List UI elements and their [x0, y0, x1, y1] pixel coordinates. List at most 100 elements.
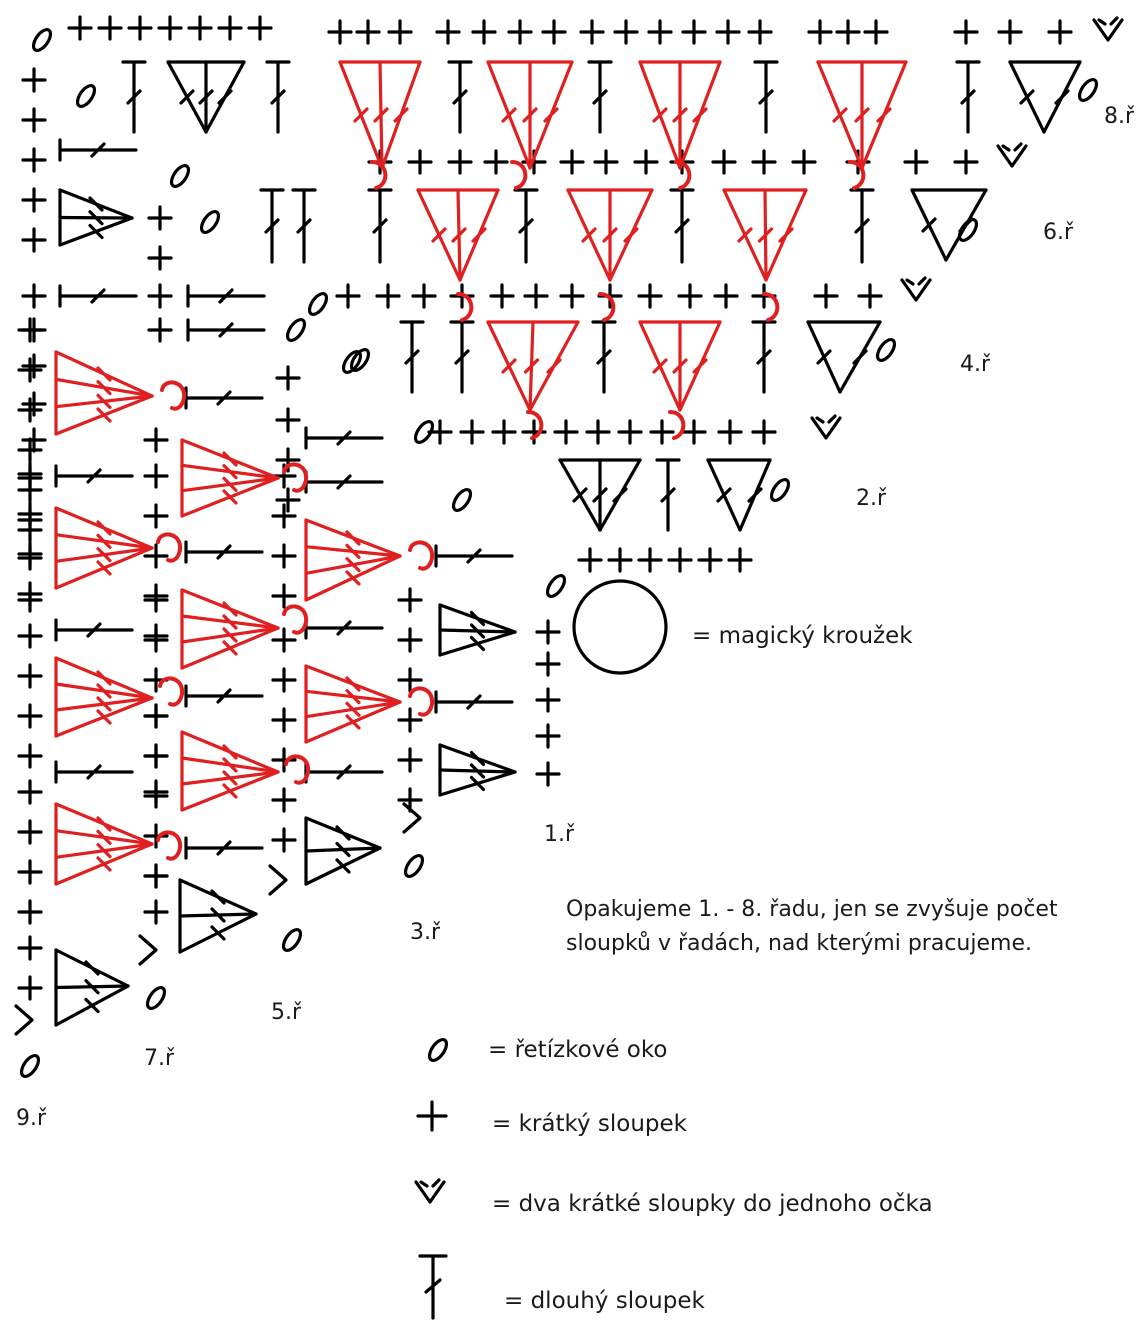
double-crochet-fan	[1008, 60, 1082, 134]
hook-symbol	[282, 462, 309, 493]
double-crochet-fan	[304, 816, 382, 886]
single-crochet-symbol	[17, 663, 43, 689]
single-crochet-symbol	[649, 419, 675, 445]
single-crochet-symbol	[17, 975, 43, 1001]
double-crochet-fan	[166, 60, 246, 134]
row-label-2: 2.ř	[856, 486, 887, 511]
double-crochet-symbol	[751, 320, 777, 394]
single-crochet-symbol	[17, 743, 43, 769]
single-crochet-symbol	[713, 283, 739, 309]
single-crochet-symbol	[271, 503, 297, 529]
single-crochet-symbol	[577, 547, 603, 573]
row-label-5: 5.ř	[271, 1000, 302, 1025]
double-crochet-symbol	[399, 320, 425, 394]
single-crochet-symbol	[593, 149, 619, 175]
single-crochet-symbol	[21, 67, 47, 93]
chain-symbol	[31, 27, 53, 53]
single-crochet-symbol	[143, 583, 169, 609]
double-crochet-fan	[486, 320, 580, 412]
single-crochet-symbol	[535, 761, 561, 787]
two-single-crochet-symbol	[268, 864, 288, 896]
double-crochet-symbol	[753, 60, 779, 134]
single-crochet-symbol	[143, 463, 169, 489]
double-crochet-symbol	[265, 60, 291, 134]
two-single-crochet-symbol	[414, 1178, 446, 1204]
single-crochet-symbol	[647, 19, 673, 45]
hook-symbol	[156, 532, 183, 563]
single-crochet-symbol	[751, 419, 777, 445]
chain-symbol	[875, 337, 897, 363]
chain-symbol	[169, 163, 191, 189]
chain-symbol	[413, 419, 435, 445]
single-crochet-symbol	[17, 357, 43, 383]
double-crochet-symbol	[186, 284, 266, 308]
single-crochet-symbol	[857, 283, 883, 309]
row-label-1: 1.ř	[544, 822, 575, 847]
single-crochet-symbol	[617, 419, 643, 445]
double-crochet-symbol	[259, 188, 285, 264]
single-crochet-symbol	[807, 19, 833, 45]
single-crochet-symbol	[21, 107, 47, 133]
double-crochet-symbol	[367, 188, 393, 264]
single-crochet-symbol	[791, 149, 817, 175]
single-crochet-symbol	[271, 583, 297, 609]
double-crochet-symbol	[58, 138, 138, 162]
hook-symbol	[284, 754, 311, 785]
single-crochet-symbol	[459, 419, 485, 445]
hook-symbol	[160, 380, 187, 411]
hook-symbol	[370, 160, 388, 190]
single-crochet-symbol	[143, 627, 169, 653]
single-crochet-symbol	[271, 827, 297, 853]
single-crochet-symbol	[559, 149, 585, 175]
single-crochet-symbol	[143, 743, 169, 769]
double-crochet-symbol	[591, 320, 617, 394]
single-crochet-symbol	[247, 15, 273, 41]
single-crochet-symbol	[483, 149, 509, 175]
double-crochet-symbol	[513, 188, 539, 264]
double-crochet-fan	[806, 320, 882, 394]
single-crochet-symbol	[375, 283, 401, 309]
single-crochet-symbol	[143, 863, 169, 889]
single-crochet-symbol	[17, 397, 43, 423]
single-crochet-symbol	[17, 819, 43, 845]
single-crochet-symbol	[21, 227, 47, 253]
double-crochet-fan	[180, 730, 280, 812]
double-crochet-fan	[180, 438, 280, 518]
hook-symbol	[848, 160, 866, 190]
legend-magic-ring-text: = magický kroužek	[692, 623, 913, 649]
single-crochet-symbol	[21, 147, 47, 173]
two-single-crochet-symbol	[996, 142, 1028, 168]
repeat-note: Opakujeme 1. - 8. řadu, jen se zvyšuje p…	[566, 897, 1058, 956]
double-crochet-symbol	[849, 188, 875, 264]
single-crochet-symbol	[585, 419, 611, 445]
double-crochet-fan	[638, 320, 722, 412]
single-crochet-symbol	[21, 427, 47, 453]
single-crochet-symbol	[21, 391, 47, 417]
hook-symbol	[510, 160, 528, 190]
single-crochet-symbol	[271, 667, 297, 693]
single-crochet-symbol	[143, 543, 169, 569]
row-label-3: 3.ř	[410, 920, 441, 945]
single-crochet-symbol	[751, 149, 777, 175]
single-crochet-symbol	[17, 437, 43, 463]
double-crochet-symbol	[449, 320, 475, 394]
single-crochet-symbol	[997, 19, 1023, 45]
double-crochet-symbol	[184, 836, 264, 860]
single-crochet-symbol	[1047, 19, 1073, 45]
double-crochet-fan	[706, 458, 772, 532]
single-crochet-symbol	[17, 587, 43, 613]
single-crochet-symbol	[416, 1100, 448, 1132]
magic-ring-symbol	[572, 579, 668, 675]
chain-symbol	[1077, 77, 1099, 103]
double-crochet-symbol	[955, 60, 981, 134]
hook-symbol	[526, 410, 544, 440]
legend-double-crochet-text: = dlouhý sloupek	[504, 1288, 705, 1314]
single-crochet-symbol	[271, 787, 297, 813]
single-crochet-symbol	[535, 723, 561, 749]
hook-symbol	[668, 410, 686, 440]
chain-symbol	[199, 209, 221, 235]
double-crochet-symbol	[184, 684, 264, 708]
single-crochet-symbol	[21, 353, 47, 379]
